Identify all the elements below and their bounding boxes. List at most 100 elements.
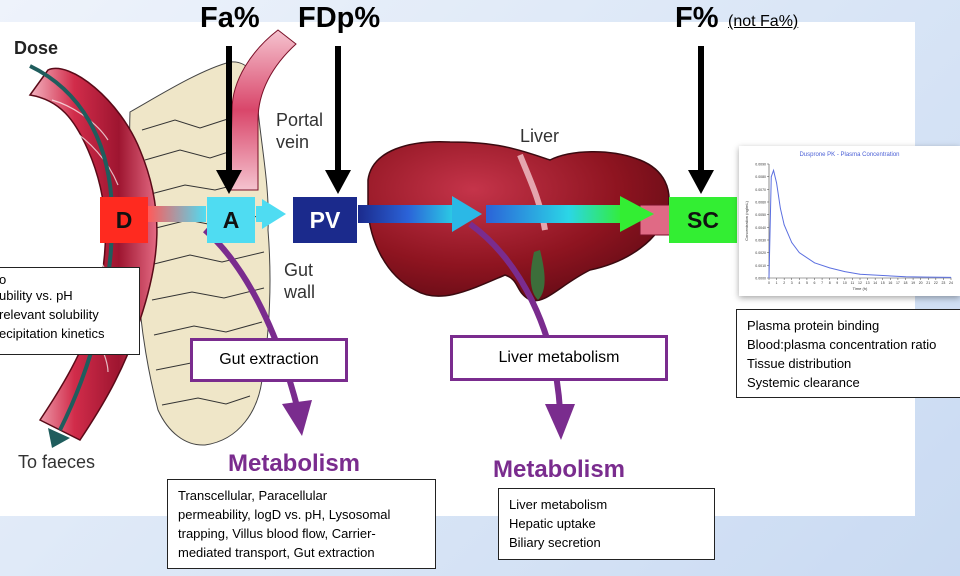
concentration-data-point <box>783 224 785 226</box>
x-tick-label: 7 <box>821 281 823 285</box>
y-tick-label: 0.0070 <box>755 188 766 192</box>
x-tick-label: 20 <box>919 281 923 285</box>
metabolism-left-label: Metabolism <box>228 450 361 477</box>
node-a: A <box>207 197 255 243</box>
plasma-concentration-chart: Dusprone PK - Plasma Concentration 0.000… <box>739 146 960 296</box>
gut-factors-line: permeability, logD vs. pH, Lysosomal <box>178 507 391 522</box>
flow-d-a <box>148 206 206 222</box>
y-tick-label: 0.0090 <box>755 163 766 167</box>
y-tick-label: 0.0000 <box>755 277 766 281</box>
x-tick-label: 21 <box>926 281 930 285</box>
plasma-factors-box: Plasma protein binding Blood:plasma conc… <box>736 309 960 398</box>
plasma-factors-line: Tissue distribution <box>747 356 852 371</box>
gut-factors-line: trapping, Villus blood flow, Carrier- <box>178 526 376 541</box>
flow-a-pv <box>256 206 268 222</box>
fa-label: Fa% <box>200 2 260 34</box>
liver-metabolism-label: Liver metabolism <box>450 335 668 381</box>
x-tick-label: 3 <box>791 281 793 285</box>
x-tick-label: 11 <box>851 281 855 285</box>
liver-metabolism-arrow <box>468 221 563 411</box>
node-d: D <box>100 197 148 243</box>
concentration-data-point <box>798 252 800 254</box>
node-sc: SC <box>669 197 737 243</box>
x-tick-label: 9 <box>836 281 838 285</box>
flow-pv-liver-head <box>452 196 482 232</box>
plasma-factors-line: Plasma protein binding <box>747 318 880 333</box>
liver-factors-box: Liver metabolism Hepatic uptake Biliary … <box>498 488 715 560</box>
x-tick-label: 18 <box>904 281 908 285</box>
portal-vein-vessel <box>229 29 297 191</box>
concentration-data-point <box>773 169 774 171</box>
portal-vein-label-1: Portal <box>276 110 324 130</box>
f-label: F% <box>675 2 719 34</box>
x-tick-label: 1 <box>776 281 778 285</box>
flow-pv-liver <box>358 205 458 223</box>
concentration-data-point <box>905 276 906 278</box>
portal-vein-label-2: vein <box>276 132 310 152</box>
chart-title: Dusprone PK - Plasma Concentration <box>799 152 900 158</box>
flow-liver-sc <box>486 205 624 223</box>
x-tick-label: 8 <box>829 281 831 285</box>
solubility-line: o <box>0 272 7 287</box>
y-tick-label: 0.0020 <box>755 251 766 255</box>
x-tick-label: 24 <box>949 281 953 285</box>
y-tick-label: 0.0040 <box>755 226 766 230</box>
concentration-data-point <box>768 277 770 279</box>
to-faeces-label: To faeces <box>18 452 96 472</box>
f-note: (not Fa%) <box>728 13 799 30</box>
gut-factors-line: Transcellular, Paracellular <box>178 488 328 503</box>
gut-extraction-label: Gut extraction <box>190 338 348 382</box>
fdp-label: FDp% <box>298 2 381 34</box>
x-tick-label: 16 <box>888 281 892 285</box>
y-tick-label: 0.0030 <box>755 239 766 243</box>
x-tick-label: 17 <box>896 281 900 285</box>
x-tick-label: 10 <box>843 281 847 285</box>
concentration-data-point <box>791 242 793 243</box>
gut-wall-label-2: wall <box>284 282 316 302</box>
liver-label: Liver <box>520 126 560 146</box>
liver-metabolism-arrowhead <box>545 404 575 440</box>
y-tick-label: 0.0080 <box>755 175 766 179</box>
solubility-line: relevant solubility <box>0 307 99 322</box>
x-tick-label: 4 <box>798 281 800 285</box>
x-tick-label: 15 <box>881 281 885 285</box>
concentration-series-line <box>768 168 952 279</box>
node-pv: PV <box>293 197 357 243</box>
x-tick-label: 12 <box>858 281 862 285</box>
dose-arrowhead <box>48 428 70 448</box>
liver-factors-line: Biliary secretion <box>509 535 601 550</box>
x-tick-label: 23 <box>941 281 945 285</box>
gut-factors-line: mediated transport, Gut extraction <box>178 545 375 560</box>
x-tick-label: 22 <box>934 281 938 285</box>
y-tick-label: 0.0010 <box>755 264 766 268</box>
solubility-line: ubility vs. pH <box>0 288 73 303</box>
y-tick-label: 0.0050 <box>755 213 766 217</box>
liver-factors-line: Liver metabolism <box>509 497 608 512</box>
input-arrows <box>216 46 714 194</box>
plasma-factors-line: Systemic clearance <box>747 375 860 390</box>
liver-factors-line: Hepatic uptake <box>509 516 596 531</box>
concentration-data-point <box>776 182 777 184</box>
x-tick-label: 0 <box>768 281 770 285</box>
concentration-data-point <box>844 271 846 273</box>
concentration-data-point <box>779 207 781 209</box>
gut-wall-label-1: Gut <box>284 260 314 280</box>
metabolism-right-label: Metabolism <box>493 456 626 483</box>
dose-label: Dose <box>14 38 59 58</box>
y-axis-label: Concentration (ng/mL) <box>744 200 749 240</box>
x-tick-label: 2 <box>783 281 785 285</box>
gut-metabolism-arrow <box>203 227 301 411</box>
concentration-data-point <box>882 275 884 276</box>
x-tick-label: 6 <box>814 281 816 285</box>
concentration-data-point <box>859 273 861 275</box>
x-tick-label: 19 <box>911 281 915 285</box>
y-tick-label: 0.0060 <box>755 201 766 205</box>
gut-metabolism-arrowhead <box>282 400 312 436</box>
x-axis-label: Time (h) <box>853 286 868 291</box>
concentration-data-point <box>814 262 815 264</box>
concentration-data-point <box>927 276 929 278</box>
concentration-data-point <box>950 276 952 278</box>
x-tick-label: 13 <box>866 281 870 285</box>
x-tick-label: 14 <box>873 281 877 285</box>
chart-plot: 0.0000 0.0010 0.0020 0.0030 0.0040 0.0050 0.00… <box>744 163 953 292</box>
